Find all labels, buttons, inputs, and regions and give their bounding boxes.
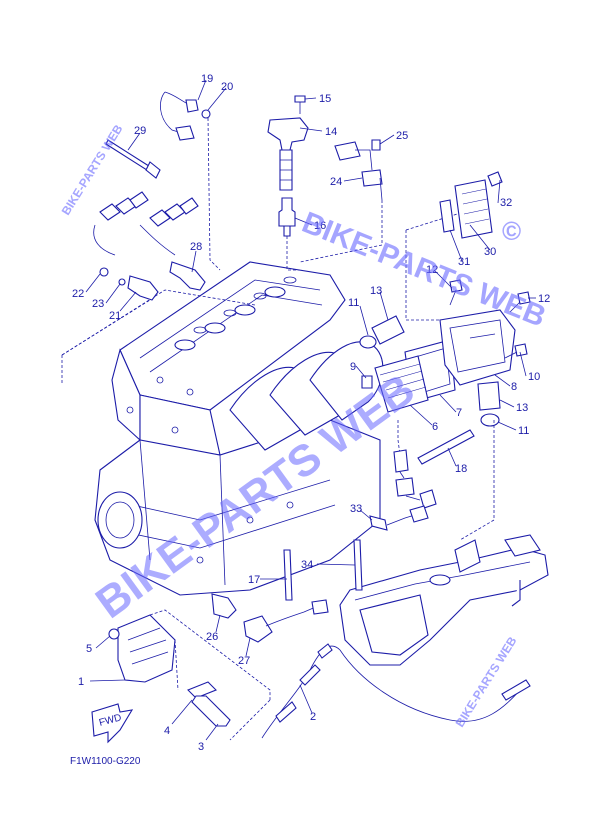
callout-15: 15 [319,93,331,105]
throttle-cable [261,643,531,739]
head-bolts [126,376,294,564]
callout-12-b: 12 [538,293,550,305]
ignition-coil-assembly [267,95,309,271]
throttle-bracket-assembly [108,609,271,741]
sensor-harness-left [61,91,221,356]
callout-27: 27 [238,655,250,667]
callout-29: 29 [134,125,146,137]
callout-11-b: 11 [518,425,529,437]
callout-31: 31 [458,256,470,268]
callout-21: 21 [109,310,121,322]
watermark-bottom-right: BIKE-PARTS WEB [453,634,520,730]
callout-3: 3 [198,741,204,753]
callout-26: 26 [206,631,218,643]
callout-18: 18 [455,463,467,475]
knock-sensor-group [211,593,329,643]
exhaust-pipe [339,534,549,666]
callout-13-a: 13 [370,285,382,297]
callout-13-b: 13 [516,402,528,414]
fwd-arrow-icon: FWD [91,703,134,744]
callout-1: 1 [78,676,84,688]
callout-5: 5 [86,643,92,655]
cam-sensor-assembly [299,139,383,263]
callout-8: 8 [511,381,517,393]
callout-2: 2 [310,711,316,723]
callout-4: 4 [164,725,170,737]
watermark-top-left: BIKE-PARTS WEB [59,122,126,218]
callout-20: 20 [221,81,233,93]
intake-components [359,209,531,541]
callout-34: 34 [301,559,313,571]
callout-14: 14 [325,126,337,138]
callout-33: 33 [350,503,362,515]
callout-11-a: 11 [348,297,359,309]
callout-28: 28 [190,241,202,253]
callout-23: 23 [92,298,104,310]
callout-7: 7 [456,407,462,419]
callout-24: 24 [330,176,342,188]
callout-10: 10 [528,371,540,383]
callout-6: 6 [432,421,438,433]
callout-12-a: 12 [426,264,438,276]
callout-30: 30 [484,246,496,258]
callout-22: 22 [72,288,84,300]
callout-32: 32 [500,197,512,209]
leader-lines [85,79,536,741]
callout-25: 25 [396,130,408,142]
callout-9: 9 [350,361,356,373]
callout-17: 17 [248,574,260,586]
callout-19: 19 [201,73,213,85]
callout-16: 16 [314,220,326,232]
diagram-code: F1W1100-G220 [70,756,141,767]
spark-plug-holes [174,276,297,351]
watermark-copyright: © [502,216,521,246]
harness-and-sensors [283,429,475,601]
map-sensor-assembly [439,171,503,239]
callout-numbers: 19 20 15 14 25 24 16 29 28 22 23 21 32 3… [72,73,550,753]
engine-block [61,261,384,596]
